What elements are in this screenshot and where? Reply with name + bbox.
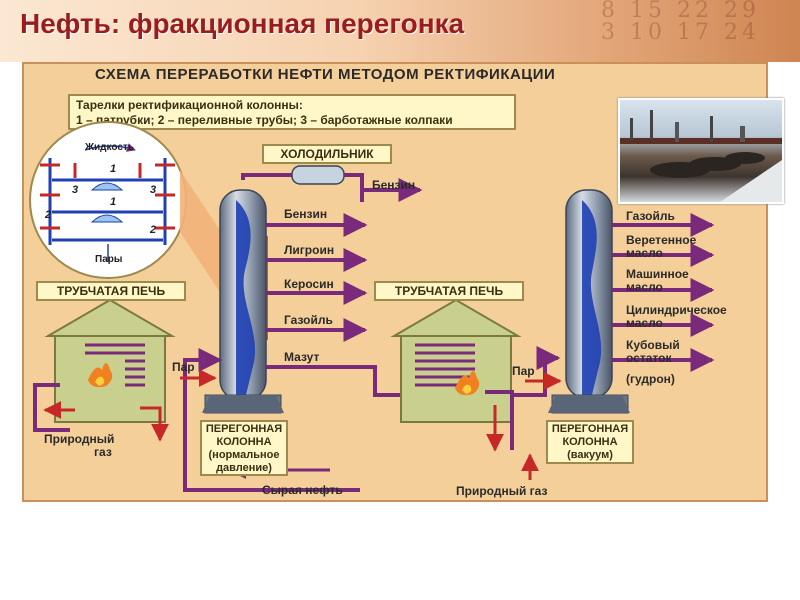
- furnace-left: [44, 298, 176, 423]
- output-cylinder-oil: Цилиндрическое масло: [626, 304, 727, 330]
- output-spindle-oil-2: масло: [626, 246, 663, 260]
- output-cylinder-oil-2: масло: [626, 316, 663, 330]
- output-machine-oil-2: масло: [626, 280, 663, 294]
- output-spindle-oil-1: Веретенное: [626, 233, 697, 247]
- column-left-line2: КОЛОННА: [216, 436, 272, 448]
- crude-oil-pipe: [183, 348, 360, 492]
- refinery-photo-art: [620, 110, 782, 202]
- tray-detail-inset: [29, 121, 187, 279]
- natural-gas-left-1: Природный: [44, 432, 115, 446]
- column-left-line3: (нормальное: [208, 449, 280, 461]
- benzin-top-pipe: [360, 178, 423, 202]
- column-left-line4: давление): [216, 462, 272, 474]
- output-machine-oil-1: Машинное: [626, 267, 689, 281]
- natural-gas-left-label: Природный газ: [44, 433, 114, 459]
- output-tar: (гудрон): [626, 372, 675, 386]
- steam-right-label: Пар: [512, 364, 535, 378]
- legend-text: 1 – патрубки; 2 – переливные трубы; 3 – …: [76, 113, 453, 127]
- output-ligroin: Лигроин: [284, 243, 335, 257]
- inset-n3-right: 3: [150, 184, 156, 196]
- output-benzin: Бензин: [284, 207, 328, 221]
- output-kerosin: Керосин: [284, 277, 334, 291]
- output-gazoil-left: Газойль: [284, 313, 333, 327]
- output-mazut: Мазут: [284, 350, 320, 364]
- left-flue-arrow: [140, 406, 169, 442]
- column-right-line1: ПЕРЕГОННАЯ: [551, 423, 629, 435]
- inset-n1-mid: 1: [110, 196, 116, 208]
- column-left-label: ПЕРЕГОННАЯ КОЛОННА (нормальное давление): [200, 420, 288, 476]
- column-left-line1: ПЕРЕГОННАЯ: [205, 423, 283, 435]
- output-residue: Кубовый остаток: [626, 339, 680, 365]
- header-banner: 8 15 22 29 3 10 17 24: [0, 0, 800, 62]
- output-benzin-top: Бензин: [372, 178, 416, 192]
- inset-n2-left: 2: [44, 209, 51, 221]
- inset-vapor-label: Пары: [95, 254, 122, 265]
- furnace-right: [390, 298, 522, 423]
- output-gazoil-right: Газойль: [626, 209, 675, 223]
- column-right-label: ПЕРЕГОННАЯ КОЛОННА (вакуум): [546, 420, 634, 464]
- inset-callout: [180, 170, 225, 300]
- right-output-pipes: [612, 213, 715, 372]
- inset-n2-right: 2: [149, 224, 156, 236]
- inset-liquid-label: Жидкость: [84, 142, 134, 153]
- output-residue-1: Кубовый: [626, 338, 680, 352]
- output-spindle-oil: Веретенное масло: [626, 234, 696, 260]
- column-right: [548, 189, 630, 414]
- output-machine-oil: Машинное масло: [626, 268, 689, 294]
- refinery-photo: [618, 98, 784, 204]
- output-cylinder-oil-1: Цилиндрическое: [626, 303, 727, 317]
- left-output-pipes: [266, 213, 368, 342]
- diagram-heading: СХЕМА ПЕРЕРАБОТКИ НЕФТИ МЕТОДОМ РЕКТИФИК…: [95, 66, 556, 83]
- cooler-unit: [241, 165, 364, 202]
- column-right-line2: КОЛОННА: [562, 436, 618, 448]
- cooler-label: ХОЛОДИЛЬНИК: [262, 144, 392, 164]
- furnace-right-label: ТРУБЧАТАЯ ПЕЧЬ: [374, 281, 524, 301]
- steam-left-label: Пар: [172, 360, 195, 374]
- page-title: Нефть: фракционная перегонка: [20, 8, 465, 39]
- furnace-left-label: ТРУБЧАТАЯ ПЕЧЬ: [36, 281, 186, 301]
- decor-calendar-numbers: 8 15 22 29 3 10 17 24: [601, 0, 760, 45]
- crude-oil-label: Сырая нефть: [262, 483, 343, 497]
- natural-gas-right-label: Природный газ: [456, 484, 548, 498]
- natural-gas-left-2: газ: [94, 445, 112, 459]
- column-right-line3: (вакуум): [567, 449, 613, 461]
- output-residue-2: остаток: [626, 351, 672, 365]
- right-gas-pipe: [485, 390, 514, 450]
- legend-box: Тарелки ректификационной колонны: 1 – па…: [68, 94, 516, 130]
- left-gas-pipe: [33, 383, 70, 432]
- legend-title: Тарелки ректификационной колонны:: [76, 98, 303, 112]
- inset-n3-left: 3: [72, 184, 78, 196]
- column-left: [202, 189, 284, 414]
- inset-n1-top: 1: [110, 163, 116, 175]
